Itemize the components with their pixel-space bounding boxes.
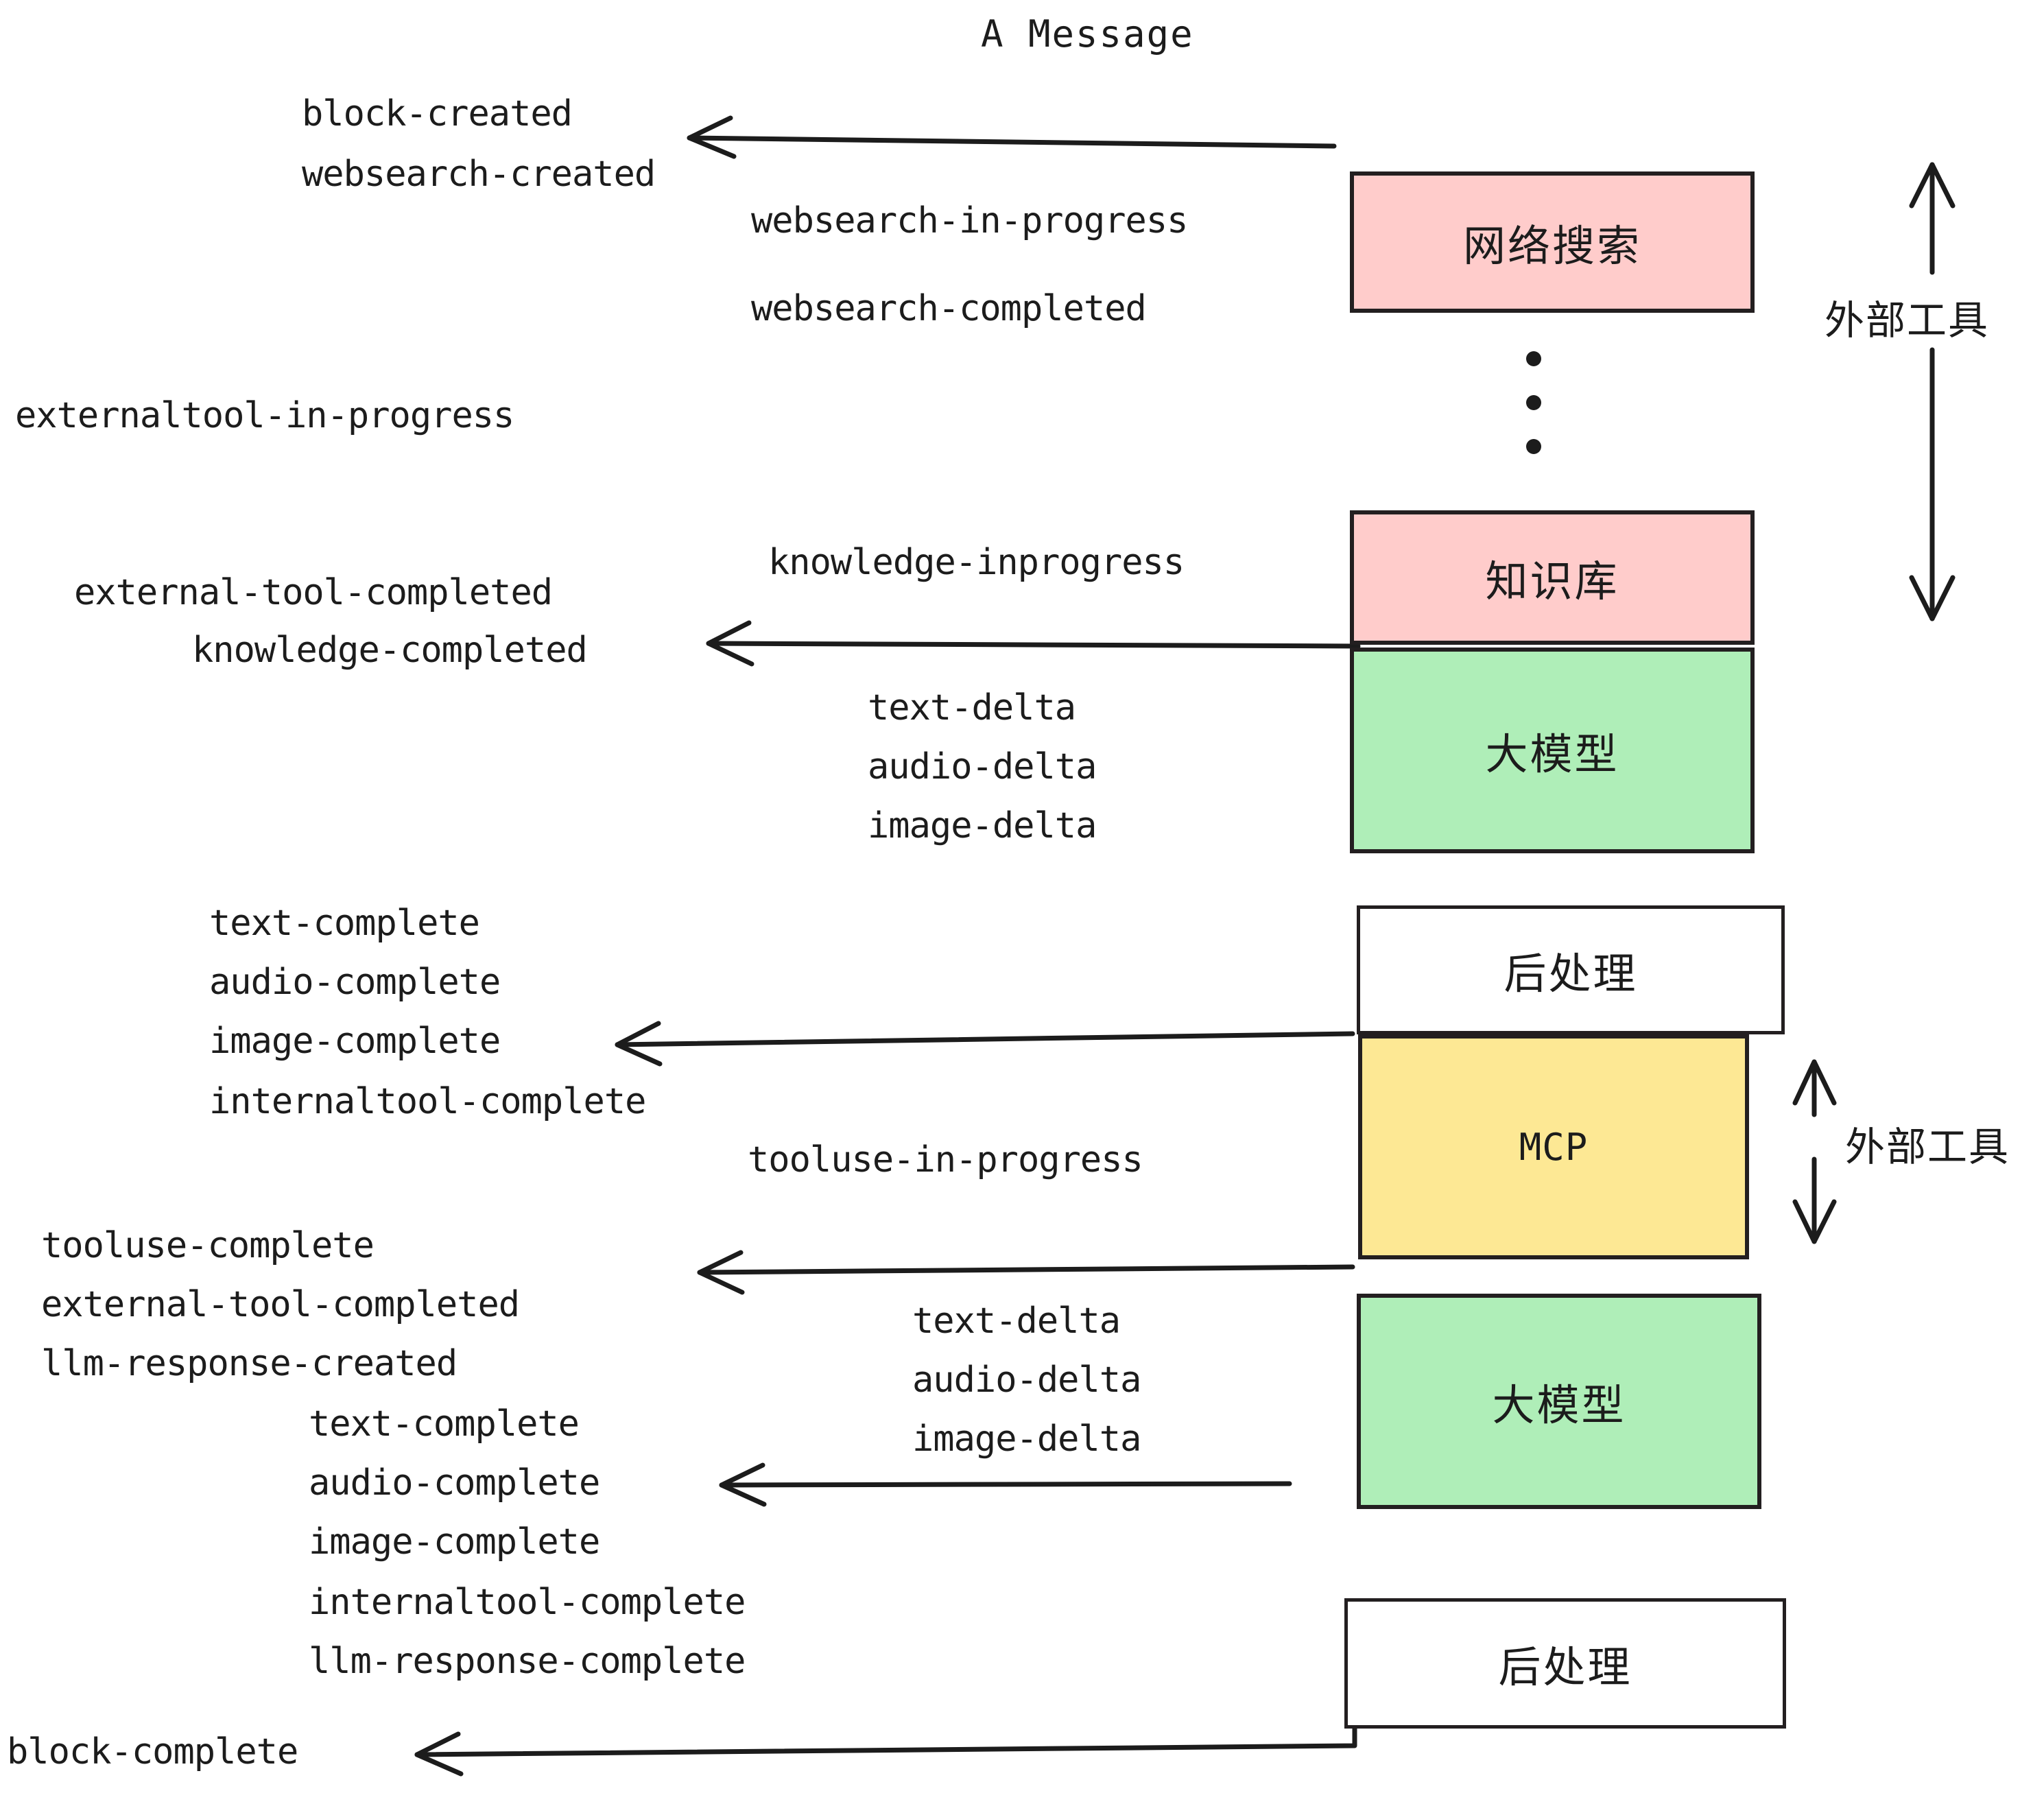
arrow-knowledge-to-completed (706, 620, 1361, 667)
box-websearch-label: 网络搜索 (1462, 221, 1641, 271)
event-internaltool-complete-1: internaltool-complete (209, 1081, 646, 1122)
box-postprocess-1-label: 后处理 (1504, 949, 1638, 999)
box-llm-1-label: 大模型 (1485, 729, 1619, 779)
event-externaltool-in-progress: externaltool-in-progress (15, 395, 514, 436)
box-mcp[interactable]: MCP (1358, 1034, 1749, 1259)
event-image-complete-2: image-complete (309, 1521, 600, 1563)
box-postprocess-2-label: 后处理 (1498, 1642, 1632, 1692)
event-audio-delta-2: audio-delta (912, 1360, 1141, 1401)
arrow-postprocess-to-image-complete (615, 1021, 1355, 1067)
event-knowledge-completed: knowledge-completed (192, 630, 588, 671)
box-mcp-label: MCP (1519, 1125, 1589, 1169)
event-text-complete-1: text-complete (209, 903, 480, 944)
event-llm-response-complete: llm-response-complete (309, 1641, 746, 1682)
event-tooluse-in-progress: tooluse-in-progress (748, 1139, 1143, 1180)
box-llm-2[interactable]: 大模型 (1357, 1294, 1761, 1509)
box-knowledge[interactable]: 知识库 (1350, 510, 1755, 645)
event-text-delta-2: text-delta (912, 1301, 1121, 1342)
box-postprocess-2[interactable]: 后处理 (1344, 1598, 1786, 1729)
event-block-complete: block-complete (7, 1731, 298, 1772)
event-audio-complete-1: audio-complete (209, 962, 501, 1003)
event-text-delta-1: text-delta (868, 687, 1076, 728)
arrow-external-tools-bottom-up (1792, 1059, 1837, 1117)
event-text-complete-2: text-complete (309, 1403, 580, 1445)
event-image-delta-2: image-delta (912, 1419, 1141, 1460)
arrow-llm2-to-audio-complete (719, 1462, 1292, 1507)
arrow-mcp-to-tooluse-complete (697, 1250, 1355, 1295)
event-websearch-created: websearch-created (302, 154, 656, 195)
event-image-delta-1: image-delta (868, 805, 1097, 846)
event-tooluse-complete: tooluse-complete (41, 1225, 375, 1266)
event-audio-delta-1: audio-delta (868, 746, 1097, 787)
box-llm-2-label: 大模型 (1492, 1380, 1626, 1430)
arrow-postprocess2-to-block-complete (414, 1692, 1357, 1777)
box-postprocess-1[interactable]: 后处理 (1357, 905, 1785, 1034)
event-knowledge-inprogress: knowledge-inprogress (768, 542, 1185, 583)
event-external-tool-completed-2: external-tool-completed (41, 1284, 520, 1325)
page-title: A Message (981, 12, 1194, 56)
arrow-external-tools-bottom-down (1792, 1156, 1837, 1244)
box-websearch[interactable]: 网络搜索 (1350, 171, 1755, 313)
event-internaltool-complete-2: internaltool-complete (309, 1582, 746, 1623)
arrow-external-tools-top-down (1909, 347, 1956, 621)
event-llm-response-created: llm-response-created (41, 1343, 457, 1384)
label-external-tools-bottom: 外部工具 (1845, 1124, 2010, 1170)
vertical-ellipsis-icon (1525, 351, 1542, 454)
event-external-tool-completed-1: external-tool-completed (74, 572, 553, 613)
box-knowledge-label: 知识库 (1485, 556, 1619, 606)
event-block-created: block-created (302, 93, 573, 134)
label-external-tools-top: 外部工具 (1825, 297, 1990, 344)
arrow-external-tools-top-up (1909, 162, 1956, 275)
event-image-complete-1: image-complete (209, 1021, 501, 1062)
event-audio-complete-2: audio-complete (309, 1462, 600, 1504)
event-websearch-completed: websearch-completed (751, 288, 1147, 329)
event-websearch-in-progress: websearch-in-progress (751, 200, 1188, 241)
arrow-websearch-to-created (687, 115, 1337, 159)
box-llm-1[interactable]: 大模型 (1350, 648, 1755, 853)
